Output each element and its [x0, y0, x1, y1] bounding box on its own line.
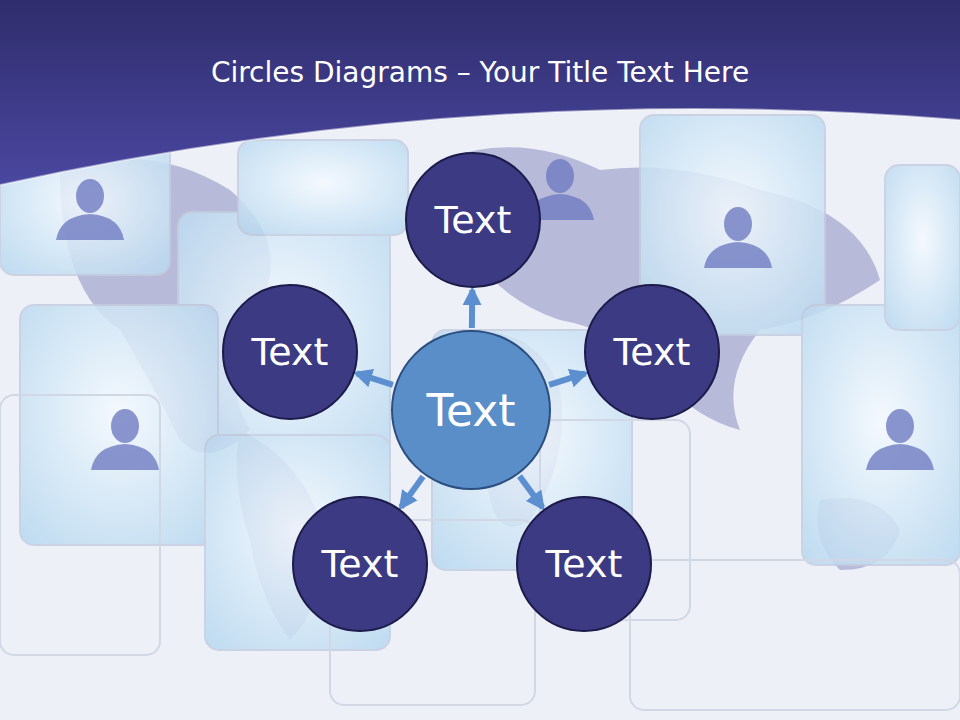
arrow-connector	[401, 477, 423, 508]
node-label: Text	[252, 330, 329, 374]
outer-circle: Text	[516, 496, 652, 632]
outer-circle: Text	[584, 284, 720, 420]
arrow-connector	[469, 290, 475, 328]
outer-circle: Text	[222, 284, 358, 420]
node-label: Text	[614, 330, 691, 374]
outer-circle: Text	[405, 152, 541, 288]
arrow-connector	[549, 373, 585, 385]
node-label: Text	[546, 542, 623, 586]
node-label: Text	[427, 385, 516, 436]
center-circle: Text	[391, 330, 551, 490]
arrow-connector	[357, 373, 393, 385]
node-label: Text	[435, 198, 512, 242]
arrow-connector	[520, 476, 543, 507]
slide-title: Circles Diagrams – Your Title Text Here	[0, 56, 960, 89]
outer-circle: Text	[292, 496, 428, 632]
node-label: Text	[322, 542, 399, 586]
